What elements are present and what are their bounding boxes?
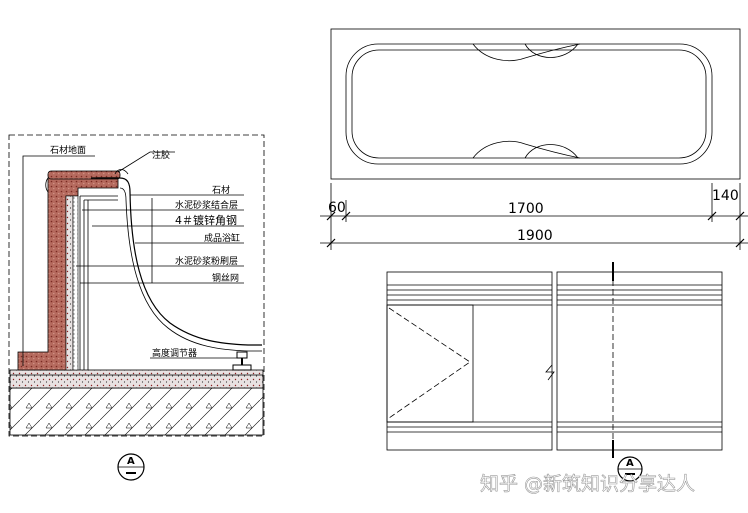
section-frame [8, 134, 265, 437]
label-bathtub: 成品浴缸 [204, 232, 240, 244]
label-height-adjuster: 高度调节器 [152, 347, 197, 359]
watermark: 知乎 @新筑知识分享达人 [480, 473, 695, 495]
dim-left-offset: 60 [328, 200, 346, 216]
dim-inner-length: 1700 [508, 201, 544, 217]
tub-outline [330, 28, 741, 180]
section-mark-bottom: A [617, 456, 643, 482]
bathtub-inner [119, 187, 262, 352]
mortar-layer [65, 195, 74, 371]
access-panel-swing [388, 307, 471, 419]
dim-total-length: 1900 [517, 228, 553, 244]
label-sealant: 注胶 [152, 149, 170, 161]
stone-cap [47, 170, 121, 180]
plan-view [330, 28, 741, 180]
label-stone: 石材 [212, 184, 230, 196]
section-mark-left-text: A [127, 456, 135, 467]
dimension-lines: 60 1700 140 1900 [320, 183, 748, 250]
label-cement-plaster: 水泥砂浆粉刷层 [175, 255, 238, 267]
tub-basin-outer [345, 43, 713, 165]
ground-slab [9, 387, 264, 436]
elevation-view: A [386, 262, 723, 482]
label-stone-floor: 石材地面 [50, 144, 86, 156]
height-adjuster [236, 351, 248, 359]
floor-screed [9, 369, 264, 389]
label-angle-steel: 4＃镀锌角钢 [175, 213, 237, 227]
bathtub-outer [96, 177, 262, 346]
leader-lines [22, 151, 244, 366]
plaster-layer [72, 195, 79, 371]
dim-right-offset: 140 [712, 188, 739, 204]
sealant-bead [114, 169, 129, 175]
label-cement-bond-layer: 水泥砂浆结合层 [175, 199, 238, 211]
access-panel [386, 304, 474, 423]
label-wire-mesh: 钢丝网 [212, 272, 239, 284]
section-mark-left: A [117, 453, 145, 481]
tub-basin-inner [351, 49, 707, 159]
section-detail: 石材地面 注胶 石材 水泥砂浆结合层 4＃镀锌角钢 成品浴缸 水泥砂浆粉刷层 钢… [8, 134, 265, 481]
section-mark-bottom-text: A [626, 458, 634, 469]
